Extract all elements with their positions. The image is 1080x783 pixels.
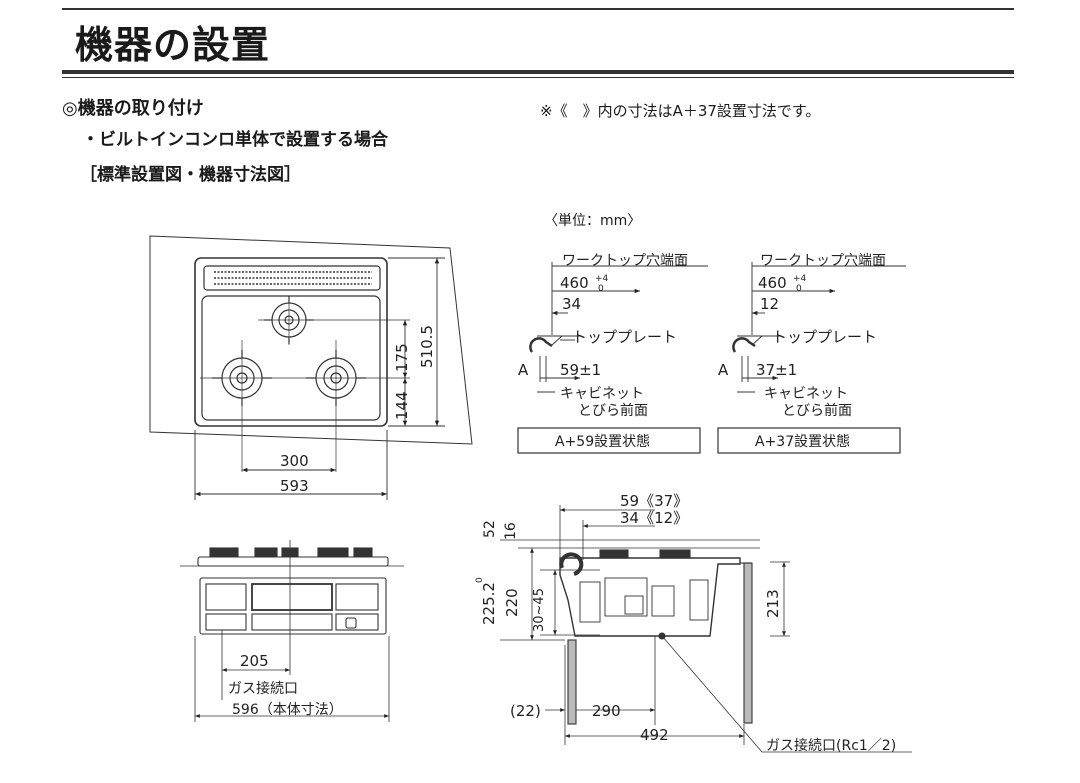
a59-tol-zero: 0 [598, 284, 604, 294]
header-top-rule [62, 8, 1014, 10]
front-view [180, 540, 404, 722]
a37-top-plate: トッププレート [772, 328, 877, 346]
a59-state-box [517, 427, 701, 454]
a59-worktop-label: ワークトップ穴端面 [562, 253, 688, 269]
front-gas-label: ガス接続口 [228, 680, 298, 697]
dim-593: 593 [280, 477, 309, 495]
gas-port-label: ガス接続口(Rc1／2) [766, 737, 896, 754]
a59-dim-59: 59±1 [560, 361, 601, 379]
dim-213: 213 [764, 589, 782, 618]
a59-state-label: A+59設置状態 [555, 434, 650, 450]
section-heading: ◎機器の取り付け [62, 98, 204, 119]
cabinet-back-wall [743, 562, 753, 724]
dim-220: 220 [503, 588, 521, 617]
dim-225-2: 225.2 [480, 582, 498, 625]
unit-label: 〈単位：mm〉 [544, 213, 642, 229]
a37-state-box [717, 427, 901, 454]
dim-205: 205 [240, 652, 269, 670]
a37-cabinet: キャビネット [764, 386, 848, 402]
burner-right-icon [306, 350, 366, 406]
dimension-note: ※《 》内の寸法はA＋37設置寸法です。 [540, 102, 821, 120]
vent-slots [214, 271, 372, 285]
a59-dim-460: 460 [560, 274, 589, 292]
dim-30-45: 30~45 [532, 588, 547, 632]
a37-tol-zero: 0 [796, 284, 802, 294]
page-title: 機器の設置 [75, 23, 271, 67]
grill-door [251, 583, 333, 611]
a59-door-front: とびら前面 [578, 402, 648, 419]
side-view [500, 505, 912, 753]
a59-cabinet: キャビネット [560, 386, 644, 402]
subsection-heading: ・ビルトインコンロ単体で設置する場合 [82, 130, 388, 150]
top-plate-edge [559, 552, 584, 576]
trivets [209, 547, 373, 557]
top-view [149, 235, 473, 500]
a37-dim-12: 12 [760, 295, 779, 313]
dim-300: 300 [280, 452, 309, 470]
dim-16: 16 [503, 522, 519, 540]
dim-zero: 0 [475, 577, 485, 583]
dim-34-12: 34《12》 [620, 509, 688, 527]
right-knob-panel [335, 583, 379, 611]
a59-tol-plus: +4 [595, 274, 609, 284]
a37-state-label: A+37設置状態 [755, 434, 850, 450]
dim-492: 492 [640, 726, 669, 744]
cooktop-plate [201, 295, 381, 421]
a59-a-label: A [518, 361, 529, 379]
a37-worktop-label: ワークトップ穴端面 [760, 253, 886, 269]
burner-left-icon [212, 350, 272, 406]
unit-body [559, 557, 741, 637]
a37-dim-37: 37±1 [756, 361, 797, 379]
vent-panel [203, 265, 381, 291]
left-knob-panel [205, 583, 247, 611]
dim-59-37: 59《37》 [620, 492, 688, 510]
side-trivets [599, 549, 691, 559]
dim-144: 144 [393, 391, 411, 420]
dim-510-5: 510.5 [418, 325, 436, 368]
worktop-outline [149, 235, 473, 445]
cabinet-door-wall [567, 639, 577, 725]
a59-dim-34: 34 [562, 295, 581, 313]
figure-caption: ［標準設置図・機器寸法図］ [80, 165, 301, 185]
a37-dim-460: 460 [758, 274, 787, 292]
detail-a59 [529, 262, 708, 393]
dim-22: (22) [510, 702, 541, 720]
hob-outline [194, 257, 388, 427]
dim-596: 596（本体寸法） [232, 702, 343, 718]
dim-52: 52 [482, 520, 498, 538]
header-bottom-thin-rule [62, 77, 1014, 78]
dim-290: 290 [592, 702, 621, 720]
a59-top-plate: トッププレート [572, 328, 677, 346]
dim-175: 175 [393, 343, 411, 372]
a37-a-label: A [718, 361, 729, 379]
header-bottom-rule [62, 70, 1014, 74]
detail-a37 [732, 262, 906, 393]
a37-door-front: とびら前面 [782, 402, 852, 419]
a37-tol-plus: +4 [793, 274, 807, 284]
burner-back-icon [264, 296, 314, 344]
